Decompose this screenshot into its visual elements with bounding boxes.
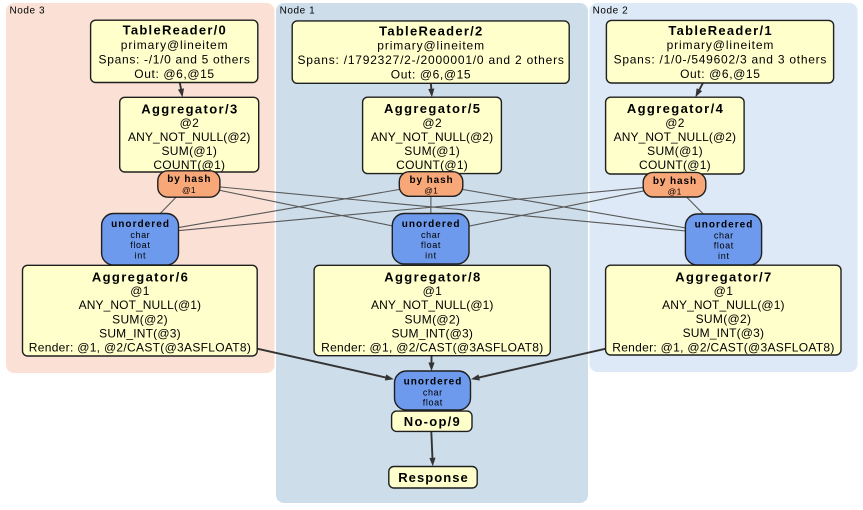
svg-text:@1: @1	[423, 284, 443, 298]
svg-text:SUM(@1): SUM(@1)	[404, 144, 460, 158]
svg-text:Spans: -/1/0 and 5 others: Spans: -/1/0 and 5 others	[99, 52, 251, 66]
svg-text:char: char	[714, 230, 734, 240]
svg-text:SUM(@2): SUM(@2)	[112, 312, 168, 326]
svg-text:@1: @1	[424, 186, 438, 196]
svg-text:Aggregator/8: Aggregator/8	[384, 270, 481, 285]
svg-text:Spans: /1792327/2-/2000001/0 a: Spans: /1792327/2-/2000001/0 and 2 other…	[298, 53, 565, 67]
svg-text:Node 2: Node 2	[593, 6, 629, 17]
svg-text:@2: @2	[665, 116, 685, 130]
svg-text:TableReader/0: TableReader/0	[123, 23, 227, 38]
svg-text:No-op/9: No-op/9	[404, 414, 461, 429]
svg-text:unordered: unordered	[402, 219, 461, 230]
svg-text:primary@lineitem: primary@lineitem	[377, 39, 485, 53]
svg-text:@1: @1	[130, 284, 150, 298]
svg-text:ANY_NOT_NULL(@1): ANY_NOT_NULL(@1)	[662, 298, 784, 312]
svg-text:char: char	[130, 230, 150, 240]
svg-text:TableReader/2: TableReader/2	[379, 23, 483, 38]
svg-text:float: float	[423, 398, 443, 408]
svg-text:Render: @1, @2/CAST(@3ASFLOAT8: Render: @1, @2/CAST(@3ASFLOAT8)	[321, 340, 543, 354]
svg-text:@1: @1	[182, 185, 196, 195]
svg-text:SUM_INT(@3): SUM_INT(@3)	[391, 326, 473, 340]
svg-text:char: char	[423, 387, 443, 397]
svg-text:Aggregator/4: Aggregator/4	[627, 101, 724, 116]
svg-text:unordered: unordered	[404, 377, 463, 388]
svg-text:ANY_NOT_NULL(@2): ANY_NOT_NULL(@2)	[614, 130, 736, 144]
svg-text:Spans: /1/0-/549602/3 and 3 ot: Spans: /1/0-/549602/3 and 3 others	[614, 53, 828, 67]
svg-text:int: int	[135, 251, 147, 261]
svg-text:unordered: unordered	[111, 219, 170, 230]
svg-text:TableReader/1: TableReader/1	[668, 23, 772, 38]
svg-text:primary@lineitem: primary@lineitem	[667, 38, 775, 52]
svg-text:ANY_NOT_NULL(@1): ANY_NOT_NULL(@1)	[371, 298, 493, 312]
svg-text:@1: @1	[714, 284, 734, 298]
svg-text:Out: @6,@15: Out: @6,@15	[134, 67, 214, 81]
svg-text:SUM(@1): SUM(@1)	[647, 144, 703, 158]
svg-text:@2: @2	[422, 116, 442, 130]
svg-text:by hash: by hash	[653, 176, 697, 187]
svg-text:float: float	[714, 241, 734, 251]
svg-text:by hash: by hash	[409, 175, 453, 186]
svg-text:Render: @1, @2/CAST(@3ASFLOAT8: Render: @1, @2/CAST(@3ASFLOAT8)	[612, 340, 834, 354]
svg-text:ANY_NOT_NULL(@2): ANY_NOT_NULL(@2)	[371, 130, 493, 144]
svg-text:int: int	[425, 251, 437, 261]
svg-text:SUM_INT(@3): SUM_INT(@3)	[99, 326, 181, 340]
svg-text:COUNT(@1): COUNT(@1)	[153, 158, 225, 172]
svg-text:SUM(@2): SUM(@2)	[696, 312, 752, 326]
svg-text:Aggregator/3: Aggregator/3	[141, 101, 238, 116]
svg-text:Aggregator/5: Aggregator/5	[384, 101, 481, 116]
svg-text:COUNT(@1): COUNT(@1)	[396, 158, 468, 172]
svg-text:Out: @6,@15: Out: @6,@15	[391, 68, 471, 82]
svg-text:by hash: by hash	[167, 174, 211, 185]
svg-text:float: float	[421, 240, 441, 250]
svg-text:primary@lineitem: primary@lineitem	[121, 38, 229, 52]
svg-text:unordered: unordered	[695, 220, 754, 231]
svg-text:@2: @2	[180, 116, 200, 130]
svg-text:Render: @1, @2/CAST(@3ASFLOAT8: Render: @1, @2/CAST(@3ASFLOAT8)	[29, 340, 251, 354]
svg-text:float: float	[130, 240, 150, 250]
svg-text:Out: @6,@15: Out: @6,@15	[680, 67, 760, 81]
svg-text:int: int	[718, 251, 730, 261]
svg-text:Node 3: Node 3	[10, 6, 46, 17]
svg-text:Node 1: Node 1	[280, 6, 316, 17]
svg-text:Response: Response	[398, 470, 469, 485]
svg-text:Aggregator/7: Aggregator/7	[675, 269, 772, 284]
svg-text:SUM(@2): SUM(@2)	[404, 312, 460, 326]
svg-text:SUM(@1): SUM(@1)	[161, 144, 217, 158]
svg-text:ANY_NOT_NULL(@1): ANY_NOT_NULL(@1)	[79, 298, 201, 312]
svg-text:Aggregator/6: Aggregator/6	[92, 270, 189, 285]
svg-text:SUM_INT(@3): SUM_INT(@3)	[683, 326, 765, 340]
svg-text:ANY_NOT_NULL(@2): ANY_NOT_NULL(@2)	[128, 130, 250, 144]
svg-text:@1: @1	[668, 186, 682, 196]
svg-text:COUNT(@1): COUNT(@1)	[639, 158, 711, 172]
svg-text:char: char	[421, 230, 441, 240]
